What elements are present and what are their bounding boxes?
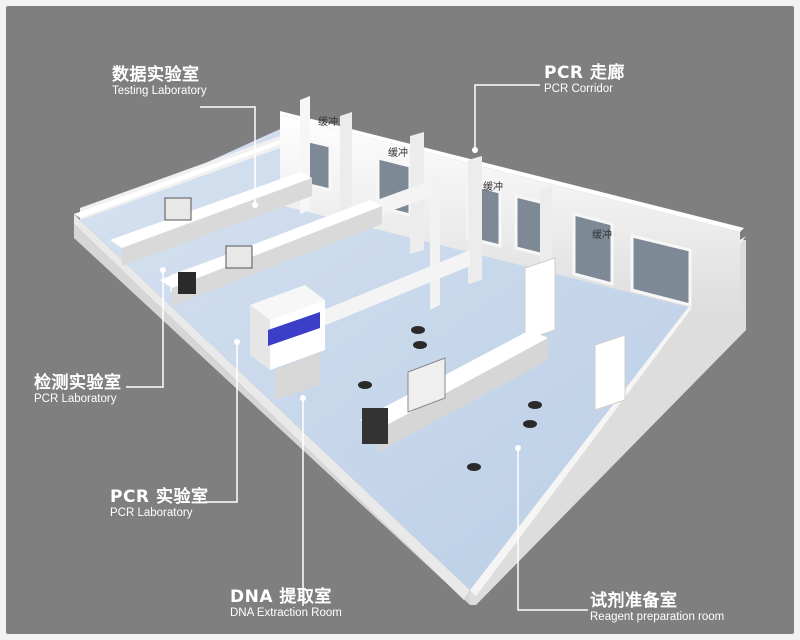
buffer-label-4: 缓冲	[592, 228, 612, 241]
label-dna-room-cn: DNA 提取室	[230, 587, 332, 607]
buffer-label-2: 缓冲	[388, 146, 408, 159]
label-reagent-room-cn: 试剂准备室	[590, 591, 678, 611]
label-pcr-lab-cn: PCR 实验室	[110, 487, 209, 507]
label-pcr-lab: PCR 实验室 PCR Laboratory	[110, 488, 208, 519]
buffer-label-3: 缓冲	[483, 180, 503, 193]
label-dna-room: DNA 提取室 DNA Extraction Room	[230, 588, 342, 619]
leader-lines	[126, 84, 588, 611]
label-pcr-corridor-en: PCR Corridor	[544, 82, 614, 95]
label-testing-lab-cn: 数据实验室	[112, 65, 200, 85]
outer-wall-left	[74, 214, 470, 600]
biosafety-cabinet	[250, 285, 325, 400]
label-pcr-corridor: PCR 走廊 PCR Corridor	[544, 64, 625, 95]
rear-wall-right-top	[280, 111, 744, 232]
label-detection-lab-en: PCR Laboratory	[34, 392, 117, 405]
stools	[358, 326, 542, 471]
outer-wall-right-top	[470, 236, 746, 596]
label-detection-lab-cn: 检测实验室	[34, 373, 122, 393]
label-pcr-corridor-cn: PCR 走廊	[544, 63, 625, 83]
label-reagent-room: 试剂准备室 Reagent preparation room	[590, 592, 724, 623]
label-reagent-room-en: Reagent preparation room	[590, 610, 725, 623]
benches-testing-lab	[110, 172, 382, 306]
buffer-label-1: 缓冲	[318, 115, 338, 128]
reagent-cabinets	[524, 257, 626, 411]
label-dna-room-en: DNA Extraction Room	[230, 606, 342, 619]
benches-dna-room	[360, 330, 548, 452]
label-testing-lab-en: Testing Laboratory	[112, 84, 207, 97]
label-detection-lab: 检测实验室 PCR Laboratory	[34, 374, 122, 405]
leader-dots	[160, 147, 521, 451]
outer-wall-right	[470, 240, 746, 605]
back-wall-left-top	[74, 140, 286, 218]
label-testing-lab: 数据实验室 Testing Laboratory	[112, 66, 207, 97]
label-pcr-lab-en: PCR Laboratory	[110, 506, 193, 519]
